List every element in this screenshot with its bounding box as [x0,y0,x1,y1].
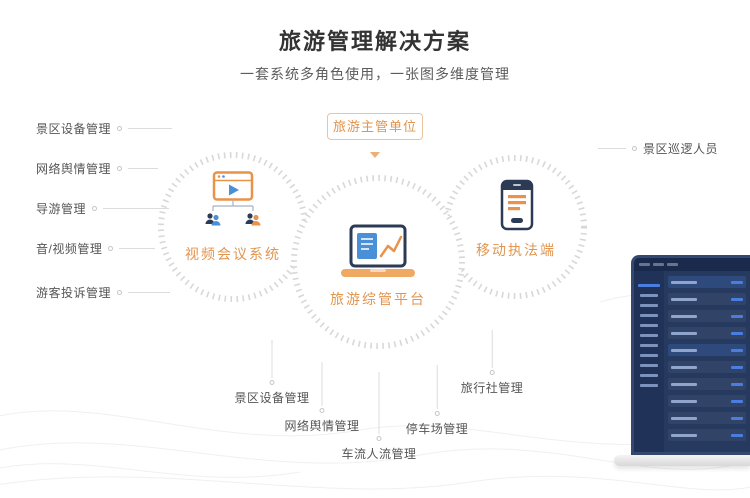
connector-line [128,167,159,169]
video-conference-icon [205,171,261,226]
connector-line [436,365,438,409]
page-title: 旅游管理解决方案 [278,29,471,54]
bottom-item-label: 车流人流管理 [341,447,417,461]
left-item-av-mgmt: 音/视频管理 [36,240,156,256]
dashboard-main [664,271,750,452]
bottom-item-label: 停车场管理 [405,422,469,436]
dashboard-preview [631,255,750,455]
dashboard-sidebar [634,271,664,452]
node-label-tourism-platform: 旅游综管平台 [330,291,426,307]
page-subtitle: 一套系统多角色使用，一张图多维度管理 [240,66,510,82]
bottom-item-travel-agency-mgmt: 旅行社管理 [461,330,524,396]
left-item-label: 音/视频管理 [36,241,103,256]
right-item-patrol-staff: 景区巡逻人员 [598,140,718,156]
connector-dot [117,125,123,131]
authority-node: 旅游主管单位 [327,113,423,140]
connector-line [271,340,273,378]
left-item-label: 景区设备管理 [36,121,112,136]
node-label-video-conference: 视频会议系统 [185,246,281,262]
connector-dot [108,245,114,251]
mobile-enforcement-icon [500,179,534,231]
connector-line [491,330,493,368]
connector-line [321,362,323,406]
connector-line [378,372,380,434]
arrow-down-icon [370,152,380,158]
left-item-label: 网络舆情管理 [36,161,112,176]
left-item-opinion-mgmt: 网络舆情管理 [36,160,159,176]
connector-dot [319,408,325,413]
connector-line [103,207,170,209]
connector-dot [489,370,495,375]
connector-dot [434,411,440,416]
connector-line [598,147,626,149]
right-item-label: 景区巡逻人员 [643,141,719,156]
bottom-item-parking-mgmt: 停车场管理 [406,365,469,437]
left-item-complaint-mgmt: 游客投诉管理 [36,284,171,300]
laptop-chart-icon [341,224,415,277]
connector-dot [117,289,123,295]
connector-line [128,127,173,129]
bottom-item-device-mgmt: 景区设备管理 [234,340,309,406]
dashboard-topbar [634,258,750,271]
laptop-base [614,455,750,466]
connector-dot [632,145,637,151]
left-item-label: 导游管理 [36,201,87,216]
bottom-item-label: 旅行社管理 [460,381,524,395]
left-item-label: 游客投诉管理 [36,285,112,300]
left-item-device-mgmt: 景区设备管理 [36,120,173,136]
connector-line [128,291,171,293]
connector-dot [376,436,382,441]
connector-dot [92,205,98,211]
connector-dot [117,165,123,171]
connector-line [119,247,156,249]
bottom-item-label: 景区设备管理 [234,391,310,405]
left-item-guide-mgmt: 导游管理 [36,200,170,216]
connector-dot [269,380,275,385]
node-label-mobile-enforcement: 移动执法端 [476,242,556,258]
